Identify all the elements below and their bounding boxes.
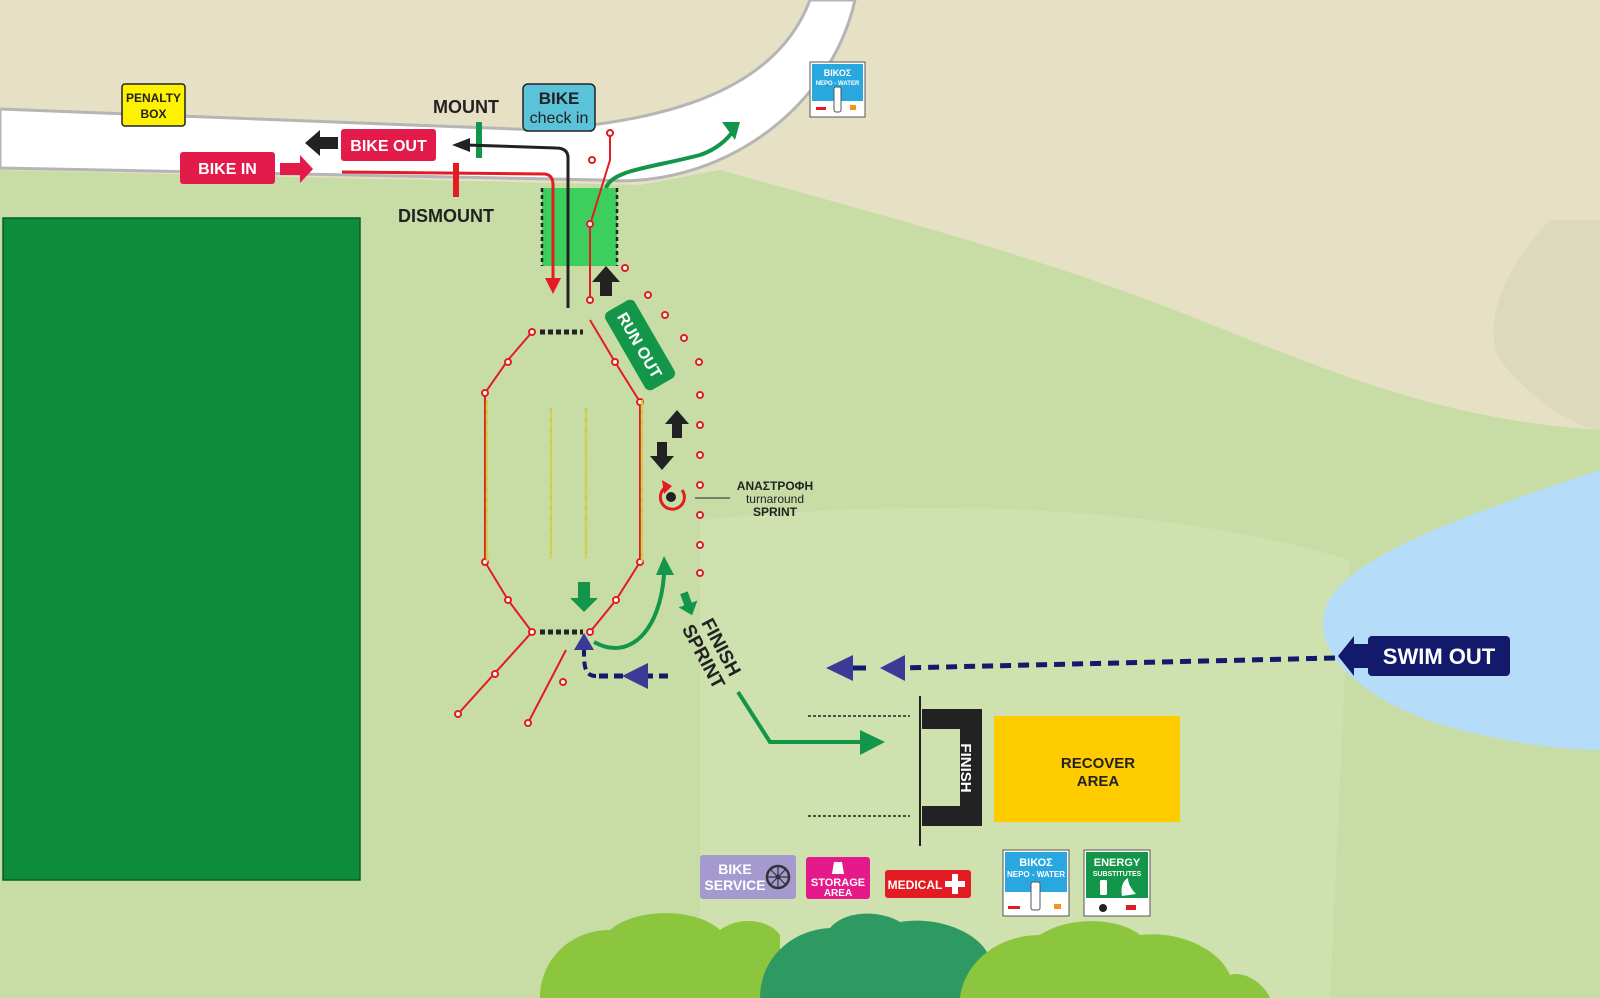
bag-icon xyxy=(832,862,844,874)
down-arrow xyxy=(650,442,674,470)
mount-label: MOUNT xyxy=(433,97,499,117)
run-in-curve xyxy=(593,574,666,650)
finish-route-arrow xyxy=(860,730,885,755)
sports-field xyxy=(2,217,361,881)
run-out-arrow xyxy=(592,266,620,296)
water-station-bottom-label-2: ΝΕΡΟ - WATER xyxy=(1007,870,1065,879)
bike-in-label: BIKE IN xyxy=(198,161,257,178)
drink-icon xyxy=(1100,880,1107,895)
bike-service-label-1: BIKE xyxy=(718,861,751,877)
road xyxy=(0,0,857,183)
bike-in-route xyxy=(341,170,555,282)
run-out-route-arrow xyxy=(722,122,740,140)
finish-arch: FINISH xyxy=(922,709,982,826)
fence-lines xyxy=(457,130,641,724)
medical-cross-icon xyxy=(945,874,965,894)
swim-to-transition-curve-arrow xyxy=(574,633,594,650)
run-out-route xyxy=(604,126,737,189)
fence-rings xyxy=(454,129,704,727)
turnaround-label-3: SPRINT xyxy=(753,505,798,519)
water-area xyxy=(1322,470,1600,750)
penalty-box-label-1: PENALTY xyxy=(126,91,181,105)
water-station-top: ΒΙΚΟΣ ΝΕΡΟ - WATER xyxy=(809,61,866,118)
swim-out-label: SWIM OUT xyxy=(1383,644,1496,669)
swim-route xyxy=(899,655,1336,671)
turnaround-label-1: ΑΝΑΣΤΡΟΦΗ xyxy=(737,479,813,493)
bike-checkin-label-1: BIKE xyxy=(539,89,580,108)
finish-route xyxy=(736,690,860,744)
recover-area: RECOVER AREA xyxy=(994,716,1180,822)
transition-down-arrow xyxy=(570,582,598,612)
medical-label: MEDICAL xyxy=(888,878,943,892)
water-station-top-label-1: ΒΙΚΟΣ xyxy=(824,68,852,78)
bike-in-arrow xyxy=(280,155,313,183)
trees xyxy=(540,913,1270,998)
water-station-bottom: ΒΙΚΟΣ ΝΕΡΟ - WATER xyxy=(1002,849,1070,917)
bike-out-route xyxy=(465,143,570,308)
banana-icon xyxy=(1121,878,1136,896)
bike-service-badge: BIKE SERVICE xyxy=(700,855,796,899)
storage-area-badge: STORAGE AREA xyxy=(806,857,870,899)
swim-to-transition-curve xyxy=(582,649,597,678)
turnaround-marker xyxy=(658,480,730,511)
energy-substitutes-badge: ENERGY SUBSTITUTES xyxy=(1083,849,1151,917)
medical-badge: MEDICAL xyxy=(885,870,971,898)
finish-label: FINISH xyxy=(957,743,974,792)
swim-to-transition-arrow xyxy=(622,663,648,689)
energy-label-2: SUBSTITUTES xyxy=(1093,871,1142,878)
bike-out-sign: BIKE OUT xyxy=(305,129,436,161)
water-station-top-label-2: ΝΕΡΟ - WATER xyxy=(816,81,860,87)
finish-sprint-arrow xyxy=(678,591,698,616)
bike-checkin-label-2: check in xyxy=(530,110,589,127)
mount-line xyxy=(476,122,482,158)
water-bottle-icon xyxy=(833,86,842,113)
penalty-box: PENALTY BOX xyxy=(121,83,186,127)
up-arrow xyxy=(665,410,689,438)
bike-racks-fill xyxy=(485,400,644,562)
swim-route-arrow-2 xyxy=(826,655,853,681)
recover-label-2: AREA xyxy=(1077,773,1120,790)
bike-service-label-2: SERVICE xyxy=(704,877,765,893)
run-in-curve-arrow xyxy=(656,556,674,575)
bike-out-label: BIKE OUT xyxy=(350,138,427,155)
storage-label-1: STORAGE xyxy=(811,877,865,889)
bike-in-sign: BIKE IN xyxy=(180,152,313,184)
bike-in-route-arrow xyxy=(545,278,561,294)
bike-out-route-arrow xyxy=(452,138,470,152)
bike-out-arrow xyxy=(305,130,338,156)
bike-checkin-sign: BIKE check in xyxy=(522,83,596,132)
turnaround-label-2: turnaround xyxy=(746,492,804,506)
energy-label-1: ENERGY xyxy=(1094,857,1141,869)
water-station-bottom-label-1: ΒΙΚΟΣ xyxy=(1019,857,1053,869)
swim-out-sign: SWIM OUT xyxy=(1338,636,1510,676)
recover-label-1: RECOVER xyxy=(1061,755,1135,772)
land-patch xyxy=(1493,220,1600,430)
dismount-label: DISMOUNT xyxy=(398,206,494,226)
wheel-icon xyxy=(765,864,791,890)
swim-route-arrow-1 xyxy=(880,655,905,681)
storage-label-2: AREA xyxy=(824,888,852,899)
dismount-line xyxy=(453,163,459,197)
penalty-box-label-2: BOX xyxy=(140,107,166,121)
water-bottle-icon-bottom xyxy=(1030,881,1041,911)
